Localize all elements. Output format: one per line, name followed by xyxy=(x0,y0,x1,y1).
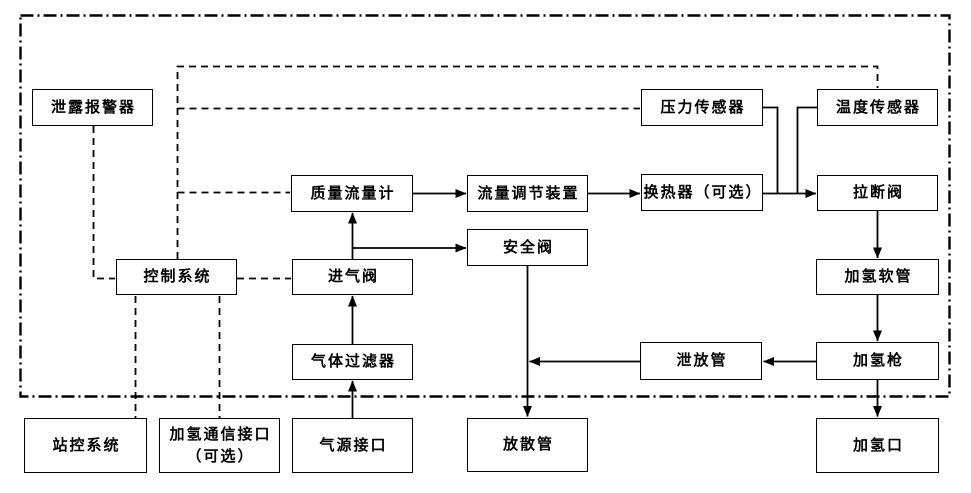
node-label: 气体过滤器 xyxy=(310,352,396,371)
node-label: 加氢通信接口 xyxy=(169,424,272,443)
flow-connectors xyxy=(348,106,882,418)
node-leak-alarm: 泄露报警器 xyxy=(32,89,153,126)
node-label: 进气阀 xyxy=(327,267,379,286)
node-label: 流量调节装置 xyxy=(477,183,580,202)
node-label: 放散管 xyxy=(502,435,554,454)
node-label: 温度传感器 xyxy=(835,97,921,116)
node-vent-pipe: 放散管 xyxy=(467,418,588,472)
node-safety-valve: 安全阀 xyxy=(467,229,588,266)
node-label: 站控系统 xyxy=(52,435,121,454)
node-label: 泄放管 xyxy=(676,351,728,370)
control-connectors xyxy=(92,65,879,418)
node-relief-pipe: 泄放管 xyxy=(640,342,762,380)
node-label: 拉断阀 xyxy=(852,183,904,202)
node-label: 换热器（可选） xyxy=(643,182,763,201)
node-hydrogen-hose: 加氢软管 xyxy=(816,259,939,295)
node-label-line2: （可选） xyxy=(186,446,255,465)
node-mass-flow-meter: 质量流量计 xyxy=(291,175,413,212)
node-flow-regulator: 流量调节装置 xyxy=(467,175,588,212)
node-hydrogen-port: 加氢口 xyxy=(816,418,939,473)
node-label: 安全阀 xyxy=(502,237,554,256)
node-label: 气源接口 xyxy=(319,435,388,454)
edge-pressure-sensor-tap xyxy=(763,106,779,193)
edge-leak-alarm-to-control-system xyxy=(92,126,115,280)
node-label: 质量流量计 xyxy=(310,183,396,202)
node-pressure-sensor: 压力传感器 xyxy=(641,89,763,126)
node-label: 加氢软管 xyxy=(844,267,913,286)
node-label: 加氢枪 xyxy=(852,351,904,370)
node-label: 压力传感器 xyxy=(660,97,746,116)
node-gas-filter: 气体过滤器 xyxy=(292,344,413,380)
node-station-control: 站控系统 xyxy=(24,418,147,473)
node-label: 加氢口 xyxy=(852,435,904,454)
node-control-system: 控制系统 xyxy=(116,259,237,295)
node-label: 控制系统 xyxy=(143,267,212,286)
node-gas-source: 气源接口 xyxy=(292,418,413,473)
node-hydrogen-gun: 加氢枪 xyxy=(816,342,939,380)
system-boundary-border xyxy=(19,14,951,398)
node-heat-exchanger: 换热器（可选） xyxy=(641,174,763,211)
node-temperature-sensor: 温度传感器 xyxy=(817,89,938,126)
edge-control-system-to-temperature-sensor xyxy=(176,65,879,259)
node-inlet-valve: 进气阀 xyxy=(292,259,413,295)
node-breakaway-valve: 拉断阀 xyxy=(817,175,938,211)
node-comm-interface: 加氢通信接口 （可选） xyxy=(159,418,280,473)
node-label: 泄露报警器 xyxy=(50,97,136,116)
edge-temperature-sensor-tap xyxy=(796,106,817,193)
